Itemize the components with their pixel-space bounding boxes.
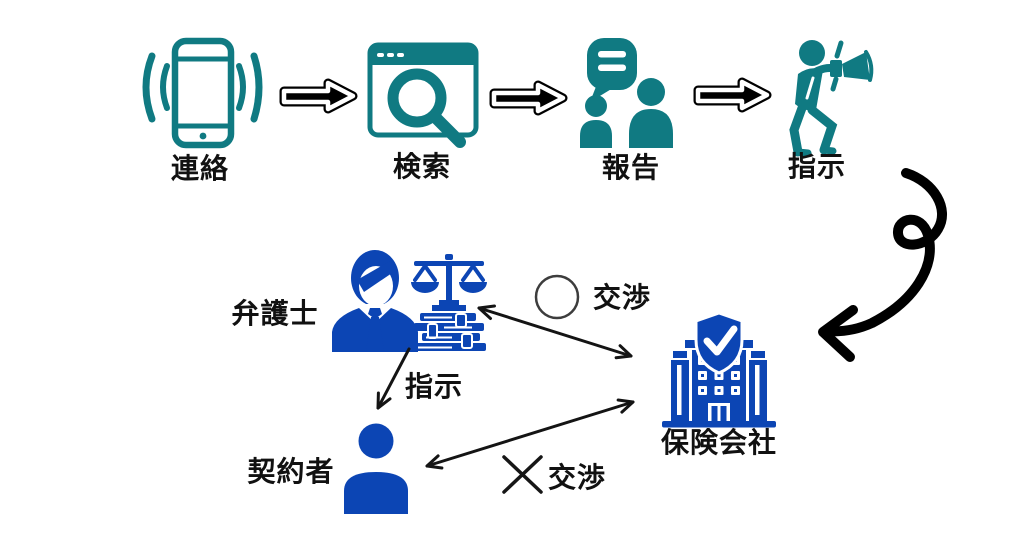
browser-search-icon [367, 42, 481, 148]
negotiation-ng-label: 交渉 [547, 462, 607, 493]
step-label-search: 検索 [392, 151, 452, 182]
lawyer-person-icon [328, 248, 422, 352]
ringing-phone-icon [135, 36, 265, 154]
insurance-building-shield-icon [660, 311, 778, 430]
policyholder-label: 契約者 [247, 456, 335, 487]
negotiation-ok-circle-icon [534, 274, 580, 320]
justice-scales-books-icon [406, 254, 492, 352]
policyholder-person-icon [341, 416, 411, 514]
arrow-lawyer-insurer [477, 304, 633, 360]
arrow-policyholder-insurer [425, 398, 635, 470]
step-label-instruct: 指示 [787, 151, 847, 182]
report-people-icon [577, 36, 673, 148]
megaphone-person-icon [780, 34, 874, 157]
negotiation-ok-label: 交渉 [592, 282, 652, 313]
instruction-edge-label: 指示 [404, 371, 464, 402]
lawyer-label: 弁護士 [231, 298, 319, 329]
arrow-lawyer-policyholder [376, 347, 411, 410]
step-label-report: 報告 [601, 152, 661, 183]
flow-arrow-1-icon [278, 77, 360, 115]
flow-arrow-3-icon [692, 76, 774, 114]
flow-arrow-2-icon [488, 79, 570, 117]
insurer-label: 保険会社 [660, 427, 778, 458]
negotiation-ng-cross-icon [502, 455, 543, 494]
step-label-contact: 連絡 [170, 153, 230, 184]
curly-transition-arrow-icon [818, 168, 947, 362]
